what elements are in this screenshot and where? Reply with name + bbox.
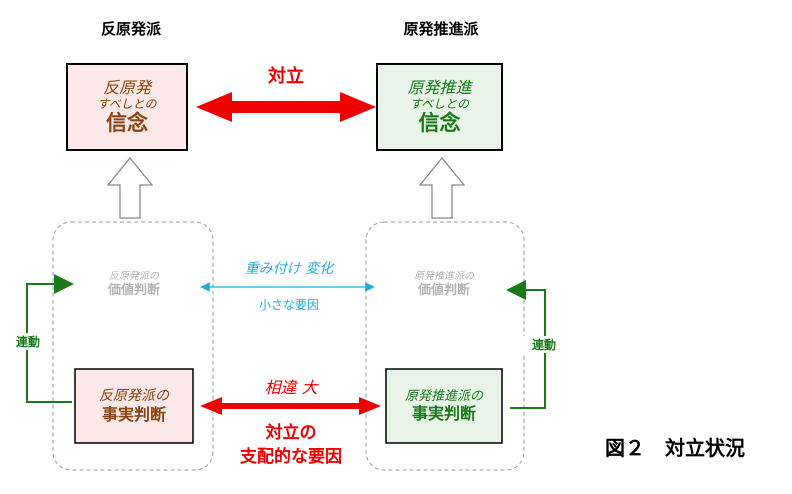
- pro-group-container: [365, 221, 525, 471]
- value-link-bottom-label: 小さな要因: [258, 298, 319, 312]
- pro-value-text: 原発推進派の 価値判断: [386, 260, 502, 310]
- anti-fact-line1: 反原発派の: [99, 388, 169, 404]
- left-linkage-label: 連動: [8, 333, 48, 350]
- pro-fact-box: [385, 368, 503, 444]
- fact-link-top-label: 相違 大: [264, 378, 318, 397]
- pro-belief-line3: 信念: [418, 111, 461, 136]
- anti-belief-line3: 信念: [106, 111, 148, 136]
- anti-value-line2: 価値判断: [107, 283, 160, 299]
- top-conflict-label: 対立: [268, 66, 304, 87]
- pro-fact-text: 原発推進派の 事実判断: [386, 369, 502, 443]
- anti-belief-text: 反原発 すべしとの 信念: [67, 64, 187, 150]
- pro-header: 原発推進派: [403, 20, 479, 38]
- top-conflict-arrow: [196, 92, 376, 122]
- anti-fact-line2: 事実判断: [101, 404, 166, 424]
- anti-value-line1: 反原発派の: [109, 271, 159, 283]
- pro-belief-line1: 原発推進: [407, 77, 472, 97]
- anti-up-arrow: [106, 156, 154, 219]
- pro-value-line2: 価値判断: [417, 283, 470, 299]
- pro-belief-box: [376, 63, 503, 151]
- anti-value-text: 反原発派の 価値判断: [75, 260, 193, 310]
- pro-fact-line1: 原発推進派の: [404, 388, 483, 404]
- value-link-top-label: 重み付け 変化: [244, 261, 334, 277]
- fact-link-bottom-label: 支配的な要因: [240, 447, 342, 467]
- anti-belief-box: [66, 63, 188, 151]
- pro-value-line1: 原発推進派の: [414, 271, 474, 283]
- anti-fact-box: [74, 368, 194, 444]
- right-linkage-label: 連動: [522, 336, 566, 353]
- anti-fact-text: 反原発派の 事実判断: [75, 369, 193, 443]
- anti-header: 反原発派: [100, 20, 161, 38]
- pro-belief-line2: すべしとの: [409, 96, 470, 111]
- pro-up-arrow: [418, 156, 466, 219]
- pro-belief-text: 原発推進 すべしとの 信念: [377, 64, 502, 150]
- fact-link-mid-label: 対立の: [265, 423, 317, 443]
- anti-belief-line2: すべしとの: [97, 96, 157, 111]
- fact-difference-arrow: [200, 397, 381, 415]
- figure-caption: 図２ 対立状況: [605, 436, 745, 460]
- pro-fact-line2: 事実判断: [411, 404, 476, 424]
- anti-belief-line1: 反原発: [102, 77, 151, 97]
